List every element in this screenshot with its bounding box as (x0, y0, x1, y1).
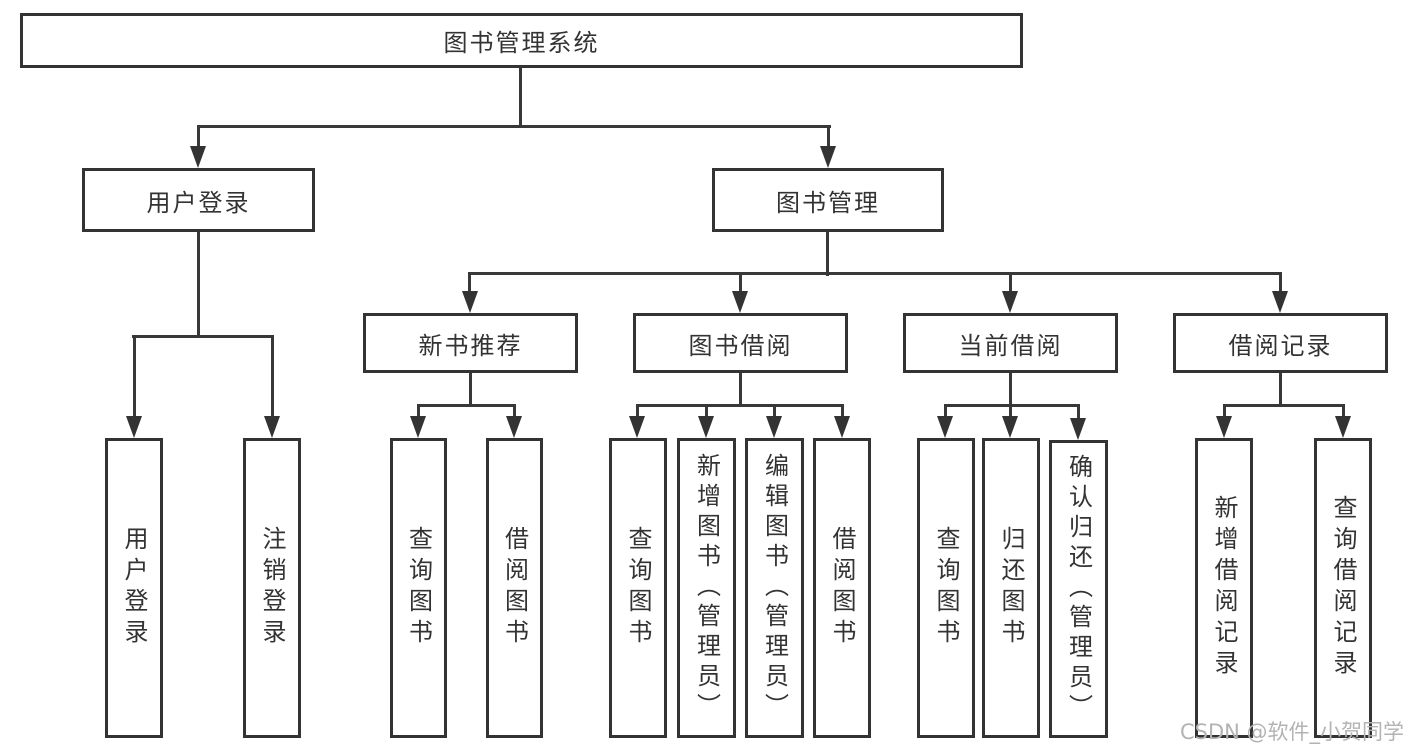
down-arrowhead-icon (766, 416, 782, 438)
down-arrowhead-icon (834, 416, 850, 438)
connector-line (513, 404, 516, 418)
connector-line (1342, 404, 1345, 418)
node-user-login: 用户登录 (82, 168, 315, 232)
leaf-label: 新增图书（管理员） (692, 453, 721, 723)
leaf-query-borrow-record: 查询借阅记录 (1314, 438, 1372, 738)
leaf-user-login: 用户登录 (105, 438, 163, 738)
node-book-management: 图书管理 (712, 168, 944, 232)
connector-line (705, 404, 708, 418)
down-arrowhead-icon (190, 146, 206, 168)
down-arrowhead-icon (126, 416, 142, 438)
down-arrowhead-icon (462, 291, 478, 313)
node-label: 新书推荐 (418, 331, 523, 360)
connector-line (636, 404, 639, 418)
connector-line (468, 272, 1282, 275)
connector-line (469, 373, 472, 407)
leaf-label: 借阅图书 (828, 526, 856, 650)
connector-line (417, 404, 516, 407)
leaf-label: 查询图书 (404, 526, 433, 650)
down-arrowhead-icon (732, 291, 748, 313)
connector-line (417, 404, 420, 418)
node-current-borrowing: 当前借阅 (903, 313, 1118, 373)
leaf-add-borrow-record: 新增借阅记录 (1195, 438, 1253, 738)
leaf-logout: 注销登录 (243, 438, 301, 738)
connector-line (197, 232, 200, 338)
node-label: 图书管理 (776, 188, 880, 217)
connector-line (1279, 373, 1282, 407)
connector-line (827, 125, 830, 150)
node-library-management-system: 图书管理系统 (20, 13, 1023, 68)
down-arrowhead-icon (820, 146, 836, 168)
connector-line (773, 404, 776, 418)
leaf-label: 注销登录 (258, 526, 286, 650)
csdn-watermark: CSDN @软件_小贺同学 (1180, 720, 1405, 744)
connector-line (1279, 272, 1282, 294)
connector-line (468, 272, 471, 294)
leaf-edit-books-admin: 编辑图书（管理员） (745, 438, 804, 738)
down-arrowhead-icon (698, 416, 714, 438)
down-arrowhead-icon (629, 416, 645, 438)
leaf-confirm-return-admin: 确认归还（管理员） (1049, 440, 1108, 738)
leaf-label: 归还图书 (997, 526, 1025, 650)
node-label: 当前借阅 (958, 331, 1063, 360)
down-arrowhead-icon (1070, 418, 1086, 440)
leaf-label: 查询图书 (624, 526, 652, 650)
leaf-query-books-borrowing: 查询图书 (609, 438, 667, 738)
connector-line (197, 125, 200, 150)
down-arrowhead-icon (1272, 291, 1288, 313)
connector-line (944, 404, 1080, 407)
connector-line (271, 335, 274, 420)
leaf-add-books-admin: 新增图书（管理员） (677, 438, 736, 738)
down-arrowhead-icon (1002, 416, 1018, 438)
connector-line (1009, 272, 1012, 294)
connector-line (636, 404, 843, 407)
connector-line (1009, 404, 1012, 418)
leaf-label: 用户登录 (120, 526, 148, 650)
leaf-label: 查询图书 (932, 526, 960, 650)
connector-line (132, 335, 274, 338)
down-arrowhead-icon (937, 416, 953, 438)
connector-line (739, 373, 742, 407)
node-new-book-recommendation: 新书推荐 (363, 313, 578, 373)
leaf-borrow-books-recommend: 借阅图书 (486, 438, 543, 738)
connector-line (1223, 404, 1345, 407)
connector-line (826, 232, 829, 276)
connector-line (197, 125, 831, 128)
leaf-return-books: 归还图书 (982, 438, 1040, 738)
down-arrowhead-icon (1216, 416, 1232, 438)
node-label: 图书借阅 (688, 331, 793, 360)
connector-line (1009, 373, 1012, 407)
down-arrowhead-icon (1335, 416, 1351, 438)
node-book-borrowing: 图书借阅 (633, 313, 848, 373)
leaf-label: 查询借阅记录 (1329, 495, 1357, 681)
down-arrowhead-icon (410, 416, 426, 438)
connector-line (1223, 404, 1226, 418)
leaf-label: 借阅图书 (500, 526, 529, 650)
leaf-label: 新增借阅记录 (1210, 495, 1238, 681)
leaf-query-books-current: 查询图书 (917, 438, 975, 738)
connector-line (944, 404, 947, 418)
node-label: 用户登录 (146, 188, 251, 217)
down-arrowhead-icon (1002, 291, 1018, 313)
leaf-borrow-books-borrowing: 借阅图书 (813, 438, 871, 738)
node-label: 借阅记录 (1228, 331, 1333, 360)
leaf-label: 确认归还（管理员） (1064, 454, 1093, 724)
connector-line (739, 272, 742, 294)
down-arrowhead-icon (264, 416, 280, 438)
connector-line (133, 335, 136, 420)
node-label: 图书管理系统 (443, 29, 600, 57)
leaf-query-books-recommend: 查询图书 (390, 438, 447, 738)
connector-line (1077, 404, 1080, 418)
node-borrowing-records: 借阅记录 (1173, 313, 1388, 373)
connector-line (519, 68, 522, 128)
leaf-label: 编辑图书（管理员） (760, 453, 789, 723)
connector-line (841, 404, 844, 418)
down-arrowhead-icon (506, 416, 522, 438)
